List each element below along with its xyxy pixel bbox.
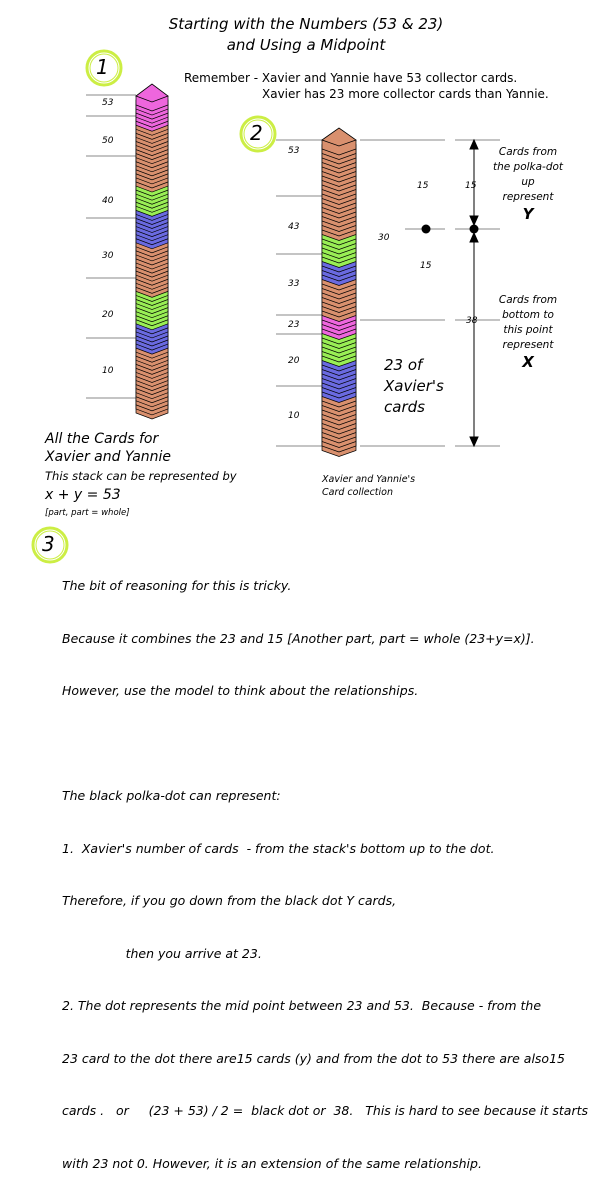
label-23-of-line-2: Xavier's [384, 376, 444, 397]
polka-dot-left [422, 225, 431, 234]
stack1-tick: 10 [102, 366, 113, 376]
label-23-of-line-1: 23 of [384, 355, 444, 376]
stack2-tick: 23 [288, 320, 299, 330]
stack2-tick: 43 [288, 222, 299, 232]
label-23-of-xaviers-cards: 23 of Xavier's cards [384, 355, 444, 418]
top-label-line-1: Cards from [478, 145, 578, 160]
label-15-lower: 15 [420, 261, 431, 271]
label-15-upper-right: 15 [465, 181, 476, 191]
variable-x: X [478, 355, 578, 370]
stack1-tick: 20 [102, 310, 113, 320]
paragraph-line: then you arrive at 23. [62, 945, 602, 963]
top-label-line-3: up [478, 175, 578, 190]
paragraph-line: 2. The dot represents the mid point betw… [62, 997, 602, 1015]
arrow-x [470, 233, 478, 446]
stack1-equation: x + y = 53 [45, 487, 121, 503]
stack2-caption: Xavier and Yannie's Card collection [322, 473, 415, 499]
stack2-tick: 20 [288, 356, 299, 366]
page-title: Starting with the Numbers (53 & 23) and … [0, 14, 612, 56]
bottom-label-line-3: this point [478, 323, 578, 338]
top-label-line-2: the polka-dot [478, 160, 578, 175]
stack2-caption-line-2: Card collection [322, 486, 415, 499]
card-stack-all [136, 84, 168, 419]
paragraph-line: Because it combines the 23 and 15 [Anoth… [62, 630, 602, 648]
label-23-of-line-3: cards [384, 397, 444, 418]
paragraph-line: with 23 not 0. However, it is an extensi… [62, 1155, 602, 1173]
paragraph-line: Therefore, if you go down from the black… [62, 892, 602, 910]
title-line-2: and Using a Midpoint [0, 35, 612, 56]
paragraph-line: 23 card to the dot there are15 cards (y)… [62, 1050, 602, 1068]
step-2-number: 2 [250, 121, 263, 145]
paragraph-line: 1. Xavier's number of cards - from the s… [62, 840, 602, 858]
remember-line-1: Remember - Xavier and Yannie have 53 col… [184, 71, 517, 86]
top-label-line-4: represent [478, 190, 578, 205]
remember-line-2: Xavier has 23 more collector cards than … [262, 87, 549, 102]
explanation-paragraph: The bit of reasoning for this is tricky.… [62, 542, 602, 1190]
stack1-tick: 30 [102, 251, 113, 261]
step-1-number: 1 [96, 55, 109, 79]
label-cards-from-bottom: Cards from bottom to this point represen… [478, 293, 578, 370]
stack1-tick: 50 [102, 136, 113, 146]
bottom-label-line-1: Cards from [478, 293, 578, 308]
stack2-tick: 33 [288, 279, 299, 289]
label-15-upper-left: 15 [417, 181, 428, 191]
stack1-tick: 40 [102, 196, 113, 206]
stack2-tick: 10 [288, 411, 299, 421]
title-line-1: Starting with the Numbers (53 & 23) [0, 14, 612, 35]
paragraph-line: The bit of reasoning for this is tricky. [62, 577, 602, 595]
stack1-bracket: [part, part = whole] [45, 508, 130, 518]
bottom-label-line-4: represent [478, 338, 578, 353]
bottom-label-line-2: bottom to [478, 308, 578, 323]
stack2-caption-line-1: Xavier and Yannie's [322, 473, 415, 486]
label-30: 30 [378, 233, 389, 243]
stack1-caption: All the Cards for Xavier and Yannie [45, 430, 171, 466]
paragraph-line: cards . or (23 + 53) / 2 = black dot or … [62, 1102, 602, 1120]
stack1-caption-line-1: All the Cards for [45, 430, 171, 448]
label-cards-from-polka-dot-up: Cards from the polka-dot up represent Y [478, 145, 578, 222]
paragraph-line [62, 735, 602, 753]
stack2-tick: 53 [288, 146, 299, 156]
step-3-number: 3 [42, 532, 55, 556]
paragraph-line: The black polka-dot can represent: [62, 787, 602, 805]
stack1-caption-line-2: Xavier and Yannie [45, 448, 171, 466]
stack1-represented: This stack can be represented by [45, 469, 237, 483]
stack1-tick: 53 [102, 98, 113, 108]
variable-y: Y [478, 207, 578, 222]
paragraph-line: However, use the model to think about th… [62, 682, 602, 700]
label-38: 38 [466, 316, 477, 326]
card-stack-collection [322, 128, 356, 457]
